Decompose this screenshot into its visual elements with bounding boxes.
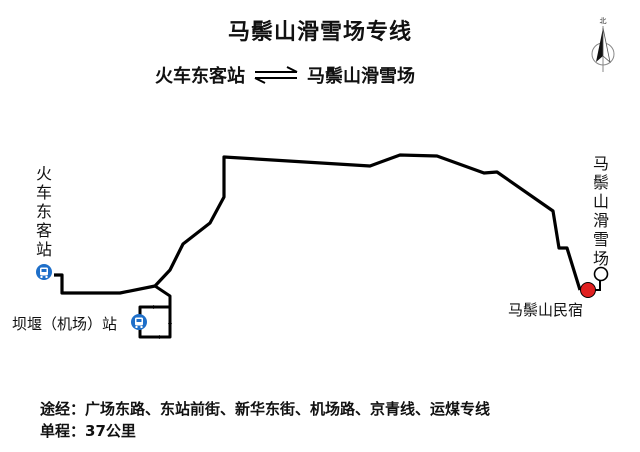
map-title: 马鬃山滑雪场专线 — [227, 20, 412, 45]
via-label: 途经： — [40, 400, 86, 418]
red-dot-icon — [580, 282, 596, 298]
start-stop-label: 火车东客站 — [35, 164, 52, 259]
via-value: 广场东路、东站前街、新华东街、机场路、京青线、运煤专线 — [85, 400, 491, 418]
bus-stop-icon — [131, 314, 147, 330]
compass-north-label: 北 — [600, 17, 607, 25]
route-subtitle: 火车东客站 马鬃山滑雪场 — [155, 62, 485, 88]
end-stop-label: 马鬃山滑雪场 — [592, 154, 609, 268]
distance-label: 单程： — [40, 422, 86, 440]
terminal-circle-icon — [593, 266, 609, 282]
distance-value: 37公里 — [85, 422, 136, 440]
hostel-stop-label: 马鬃山民宿 — [508, 301, 584, 319]
via-roads: 途经：广场东路、东站前街、新华东街、机场路、京青线、运煤专线 — [40, 398, 490, 419]
bidirectional-arrows-icon — [254, 66, 298, 84]
airport-stop-label: 坝堰（机场）站 — [12, 315, 118, 333]
distance: 单程：37公里 — [40, 420, 136, 441]
route-from: 火车东客站 — [155, 66, 245, 87]
north-arrow-icon: 北 — [591, 17, 615, 72]
route-to: 马鬃山滑雪场 — [307, 66, 415, 87]
bus-stop-icon — [36, 264, 52, 280]
route-line — [54, 153, 582, 295]
